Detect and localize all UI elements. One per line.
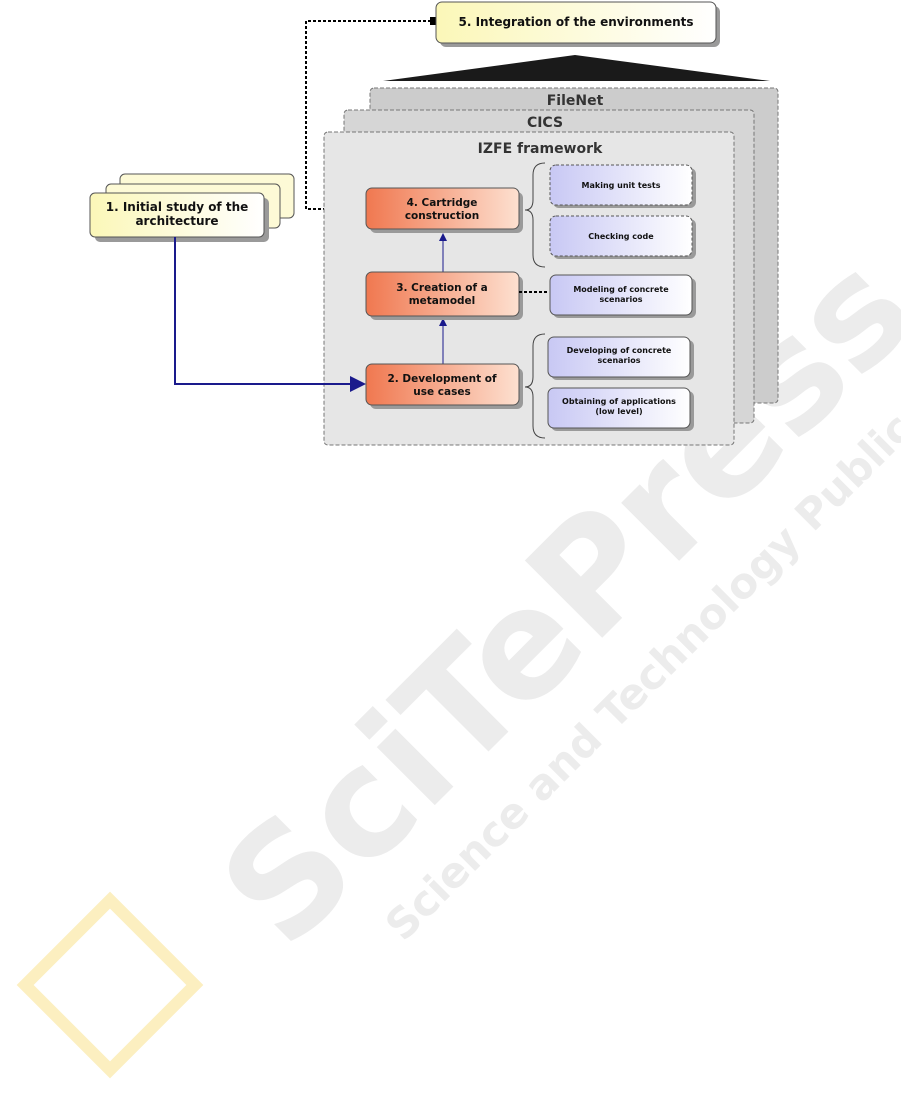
stack-roof (383, 55, 770, 81)
task-obtaining-label-line2: (low level) (595, 407, 642, 416)
step-4-label-line1: 4. Cartridge (407, 197, 478, 209)
brace-step2-tasks (524, 333, 546, 439)
task-making-unit-tests: Making unit tests (549, 164, 696, 208)
step-2-label-line2: use cases (413, 386, 470, 398)
step-4-box: 4. Cartridge construction (365, 187, 523, 233)
step-2-label-line1: 2. Development of (387, 373, 497, 385)
task-checking-code: Checking code (549, 215, 696, 259)
layer-filenet-label: FileNet (547, 93, 604, 109)
step-4-label-line2: construction (405, 210, 479, 222)
step-2-box: 2. Development of use cases (365, 363, 523, 409)
step-5-box: 5. Integration of the environments (435, 1, 720, 47)
step-3-label-line2: metamodel (409, 295, 476, 307)
task-developing-label-line2: scenarios (598, 356, 641, 365)
task-developing: Developing of concrete scenarios (547, 336, 694, 380)
connector-endpoint (430, 17, 438, 25)
task-modeling-label-line1: Modeling of concrete (573, 285, 669, 294)
task-obtaining-label-line1: Obtaining of applications (562, 397, 676, 406)
arrow-step1-step2 (174, 237, 366, 392)
layer-izfe-label: IZFE framework (478, 141, 603, 157)
step-1-label-line1: 1. Initial study of the (106, 200, 249, 214)
step-5-label: 5. Integration of the environments (458, 15, 693, 29)
brace-step4-tasks (524, 162, 546, 268)
step-1-label-line2: architecture (135, 214, 218, 228)
layer-cics-label: CICS (527, 115, 563, 131)
task-modeling-label-line2: scenarios (600, 295, 643, 304)
task-obtaining: Obtaining of applications (low level) (547, 387, 694, 431)
step-3-label-line1: 3. Creation of a (396, 282, 488, 294)
task-making-unit-tests-label: Making unit tests (582, 181, 661, 190)
step-1-box: 1. Initial study of the architecture (89, 173, 295, 242)
step-3-box: 3. Creation of a metamodel (365, 271, 523, 320)
task-developing-label-line1: Developing of concrete (567, 346, 672, 355)
task-modeling: Modeling of concrete scenarios (549, 274, 696, 318)
task-checking-code-label: Checking code (588, 232, 654, 241)
